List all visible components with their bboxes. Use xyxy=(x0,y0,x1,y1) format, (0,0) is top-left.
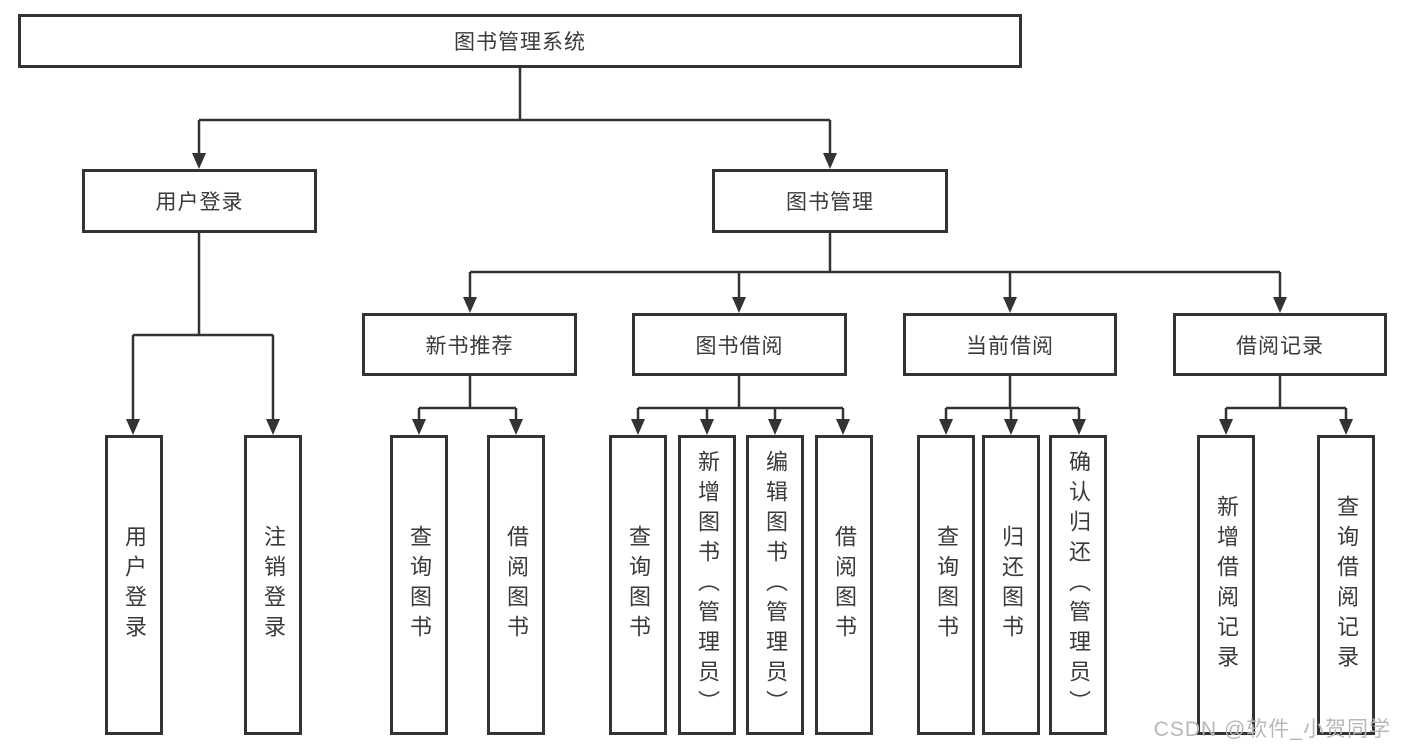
leaf-query-books: 查询图书 xyxy=(390,435,448,735)
node-label: 图书管理 xyxy=(786,191,874,214)
node-borrowing-records: 借阅记录 xyxy=(1173,313,1387,376)
leaf-edit-books-admin: 编辑图书（管理员） xyxy=(746,435,804,735)
leaf-label: 新增图书（管理员） xyxy=(695,450,720,720)
connector-user-login-branch xyxy=(126,233,280,435)
leaf-add-borrow-record: 新增借阅记录 xyxy=(1197,435,1255,735)
leaf-label: 确认归还（管理员） xyxy=(1066,450,1091,720)
leaf-query-borrow-record: 查询借阅记录 xyxy=(1317,435,1375,735)
node-book-management: 图书管理 xyxy=(712,169,948,233)
leaf-borrow-books: 借阅图书 xyxy=(487,435,545,735)
node-current-borrowing: 当前借阅 xyxy=(903,313,1117,376)
leaf-label: 归还图书 xyxy=(999,525,1024,645)
leaf-label: 借阅图书 xyxy=(832,525,857,645)
leaf-query-books: 查询图书 xyxy=(609,435,667,735)
leaf-user-login: 用户登录 xyxy=(105,435,163,735)
leaf-label: 查询图书 xyxy=(407,525,432,645)
leaf-confirm-return-admin: 确认归还（管理员） xyxy=(1049,435,1107,735)
node-label: 用户登录 xyxy=(155,191,244,214)
leaf-label: 借阅图书 xyxy=(504,525,529,645)
leaf-logout: 注销登录 xyxy=(244,435,302,735)
node-new-book-recommendation: 新书推荐 xyxy=(362,313,577,376)
leaf-label: 查询借阅记录 xyxy=(1334,495,1359,675)
node-library-management-system: 图书管理系统 xyxy=(18,14,1022,68)
connector-borrow-records-branch xyxy=(1219,376,1353,435)
connector-current-borrow-branch xyxy=(939,376,1086,435)
leaf-label: 查询图书 xyxy=(626,525,651,645)
node-label: 图书管理系统 xyxy=(454,31,586,54)
leaf-borrow-books: 借阅图书 xyxy=(815,435,873,735)
node-label: 借阅记录 xyxy=(1236,334,1324,358)
node-user-login: 用户登录 xyxy=(82,169,317,233)
leaf-add-books-admin: 新增图书（管理员） xyxy=(678,435,736,735)
leaf-label: 新增借阅记录 xyxy=(1214,495,1239,675)
leaf-query-books: 查询图书 xyxy=(917,435,975,735)
connector-book-mgmt-branch xyxy=(463,233,1287,313)
connector-book-borrow-branch xyxy=(631,376,850,435)
node-label: 新书推荐 xyxy=(425,334,514,358)
leaf-label: 注销登录 xyxy=(261,525,286,645)
connector-root-to-level2 xyxy=(192,68,837,169)
leaf-label: 编辑图书（管理员） xyxy=(763,450,788,720)
node-label: 图书借阅 xyxy=(695,334,784,358)
leaf-label: 用户登录 xyxy=(122,525,147,645)
node-label: 当前借阅 xyxy=(966,334,1054,358)
leaf-return-books: 归还图书 xyxy=(982,435,1040,735)
node-book-borrowing: 图书借阅 xyxy=(632,313,847,376)
connector-new-book-branch xyxy=(412,376,523,435)
csdn-watermark: CSDN @软件_小贺同学 xyxy=(1153,718,1391,741)
leaf-label: 查询图书 xyxy=(934,525,959,645)
